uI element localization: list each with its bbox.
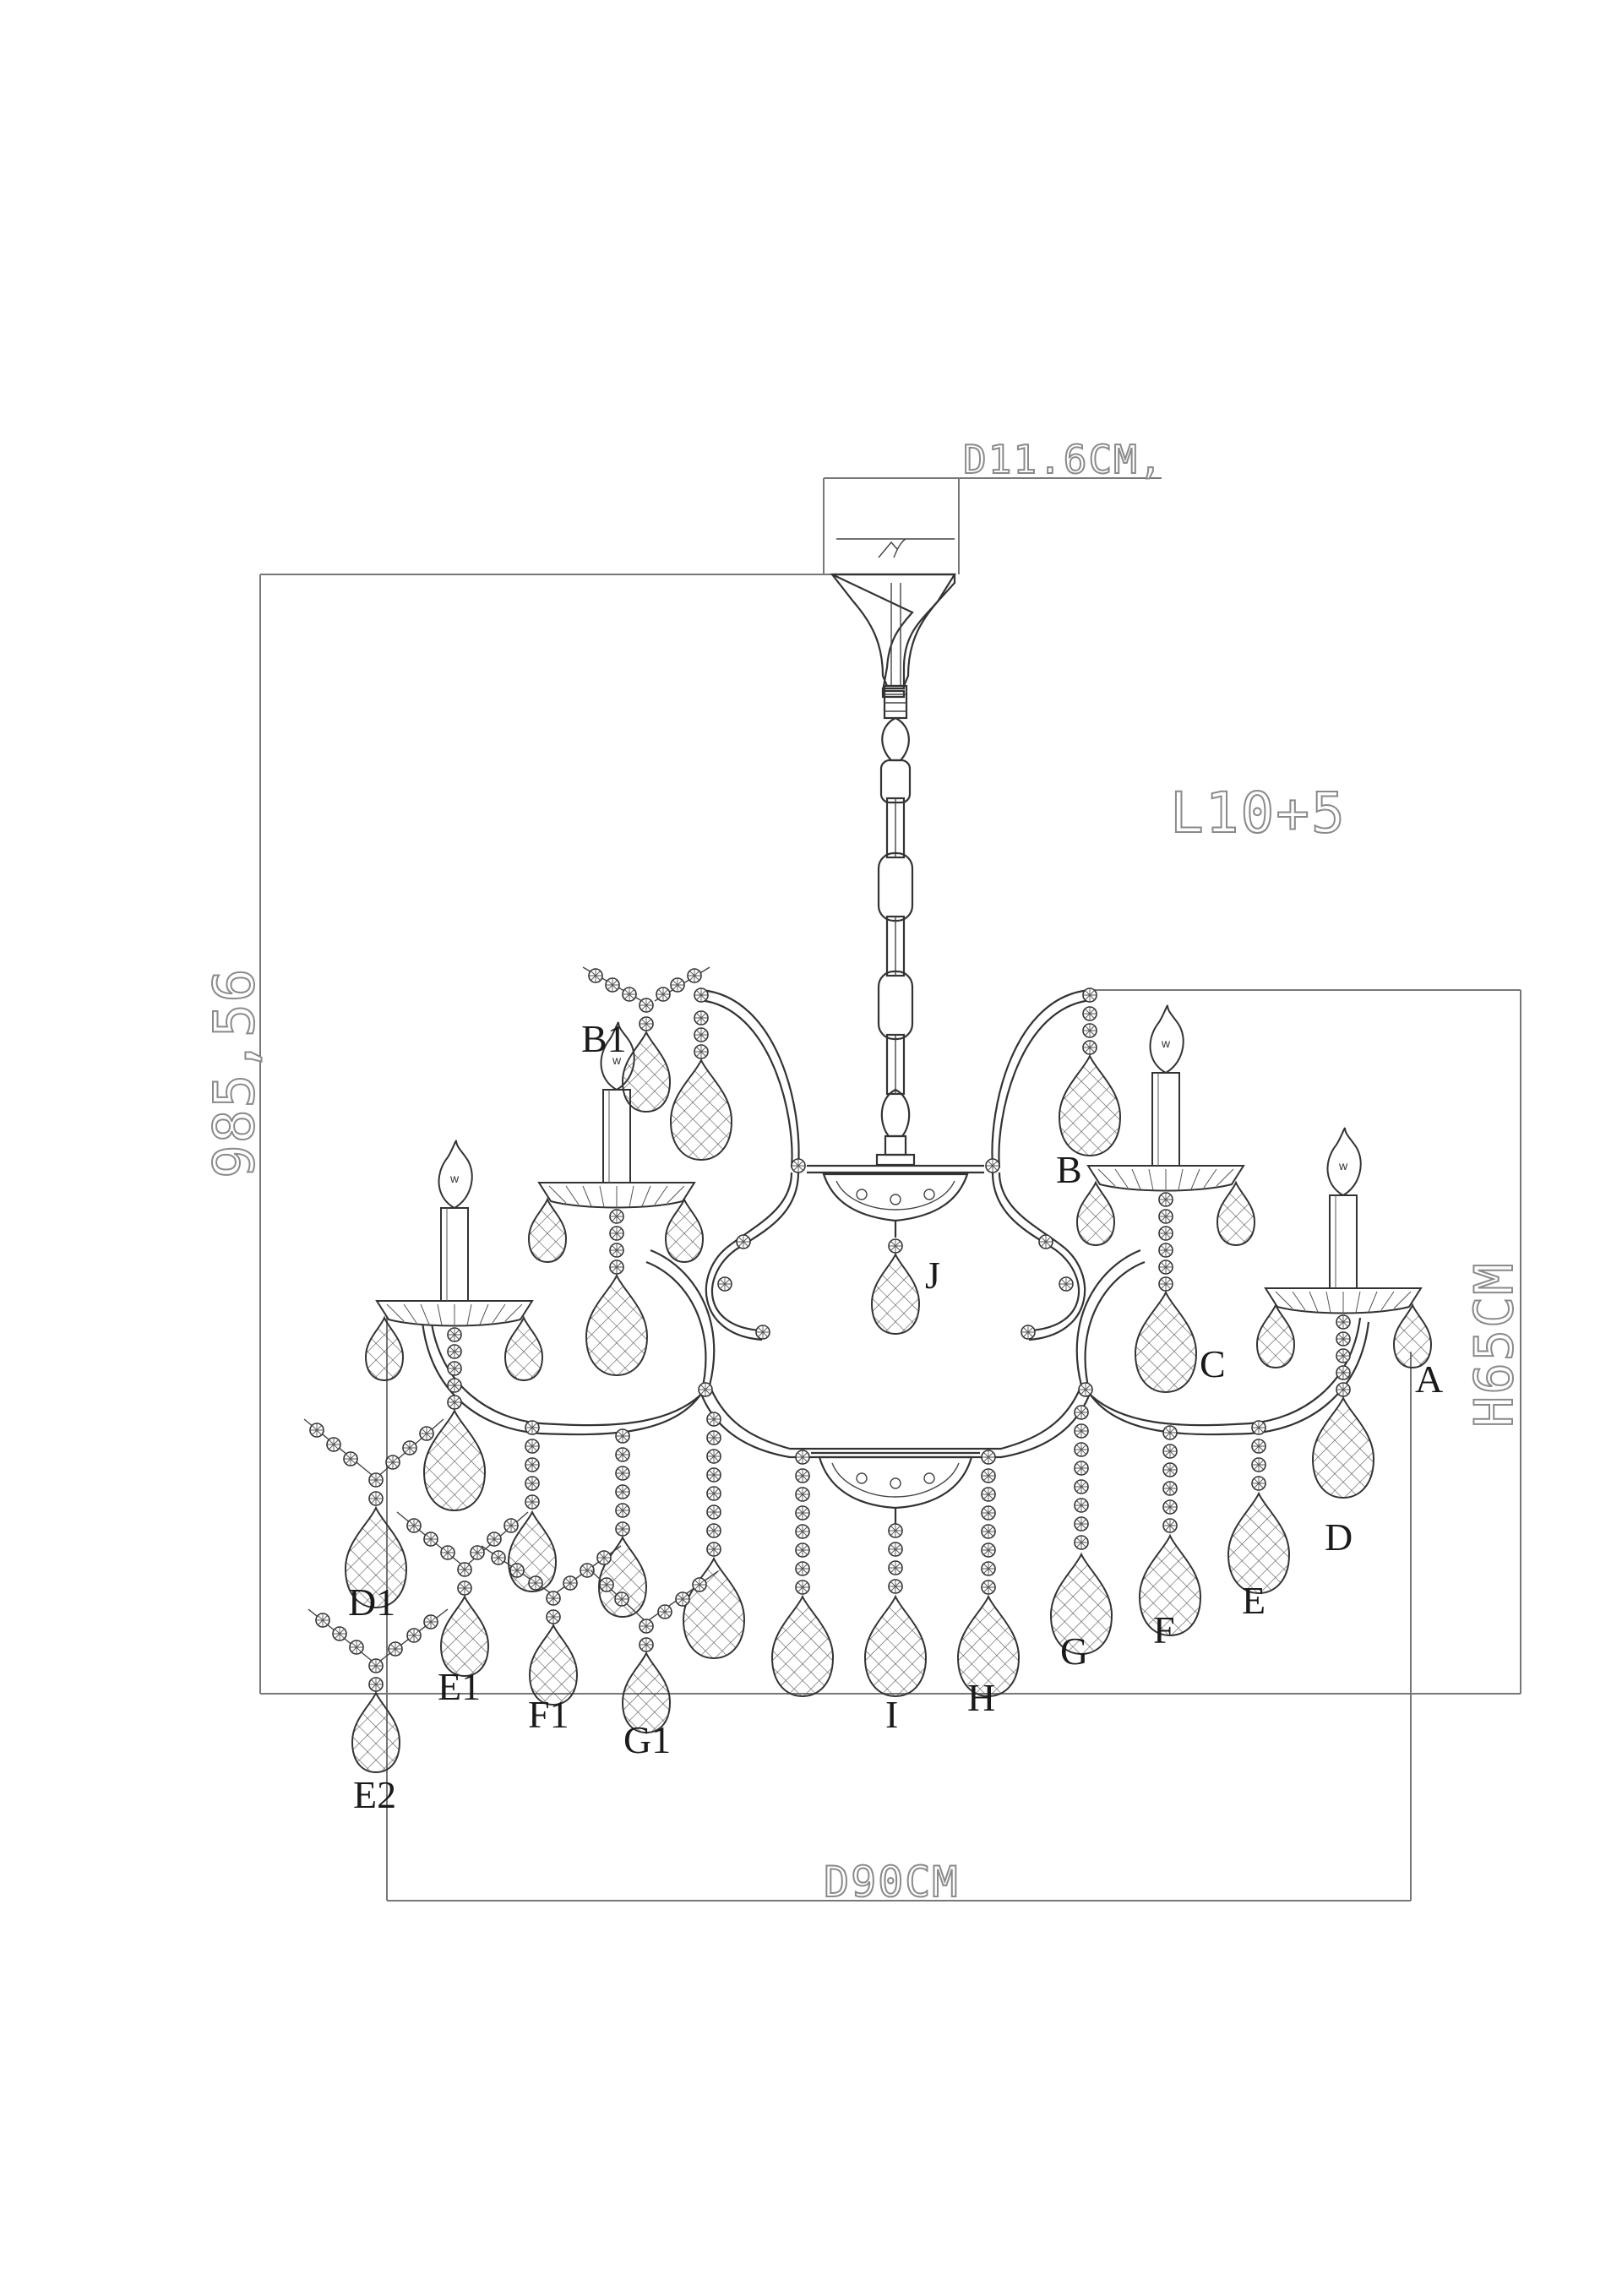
label-e2: E2 <box>353 1773 396 1816</box>
candle-arm-right-outer <box>1265 1127 1422 1314</box>
chain-length-dimension: L10+5 <box>1170 781 1347 846</box>
arms <box>421 988 1370 1459</box>
label-f: F <box>1153 1608 1175 1651</box>
label-e: E <box>1242 1579 1265 1622</box>
label-h: H <box>967 1676 995 1719</box>
body-height-dimension: H65CM <box>1463 1261 1525 1428</box>
label-g1: G1 <box>623 1718 671 1761</box>
label-d1: D1 <box>348 1581 395 1624</box>
chain <box>875 684 916 1167</box>
crystal-strands <box>303 966 1432 1773</box>
label-i: I <box>885 1693 898 1736</box>
label-e1: E1 <box>438 1665 481 1708</box>
candle-arm-left-outer <box>376 1140 533 1327</box>
ceiling-canopy <box>830 538 956 699</box>
diameter-dimension: D90CM <box>824 1858 960 1907</box>
label-a: A <box>1415 1357 1443 1401</box>
crystal-labels: A B C D E F G H I J B1 D1 E1 E2 F1 G1 <box>348 1017 1443 1816</box>
label-g: G <box>1060 1630 1088 1673</box>
label-b: B <box>1056 1148 1082 1191</box>
label-d: D <box>1325 1515 1353 1559</box>
label-j: J <box>925 1254 940 1297</box>
label-b1: B1 <box>581 1017 627 1060</box>
central-body <box>807 1164 984 1525</box>
label-f1: F1 <box>528 1693 569 1736</box>
canopy-diameter-dimension: D11.6CM, <box>963 437 1164 482</box>
total-height-dimension: 985,56 <box>202 967 267 1178</box>
label-c: C <box>1200 1342 1226 1385</box>
